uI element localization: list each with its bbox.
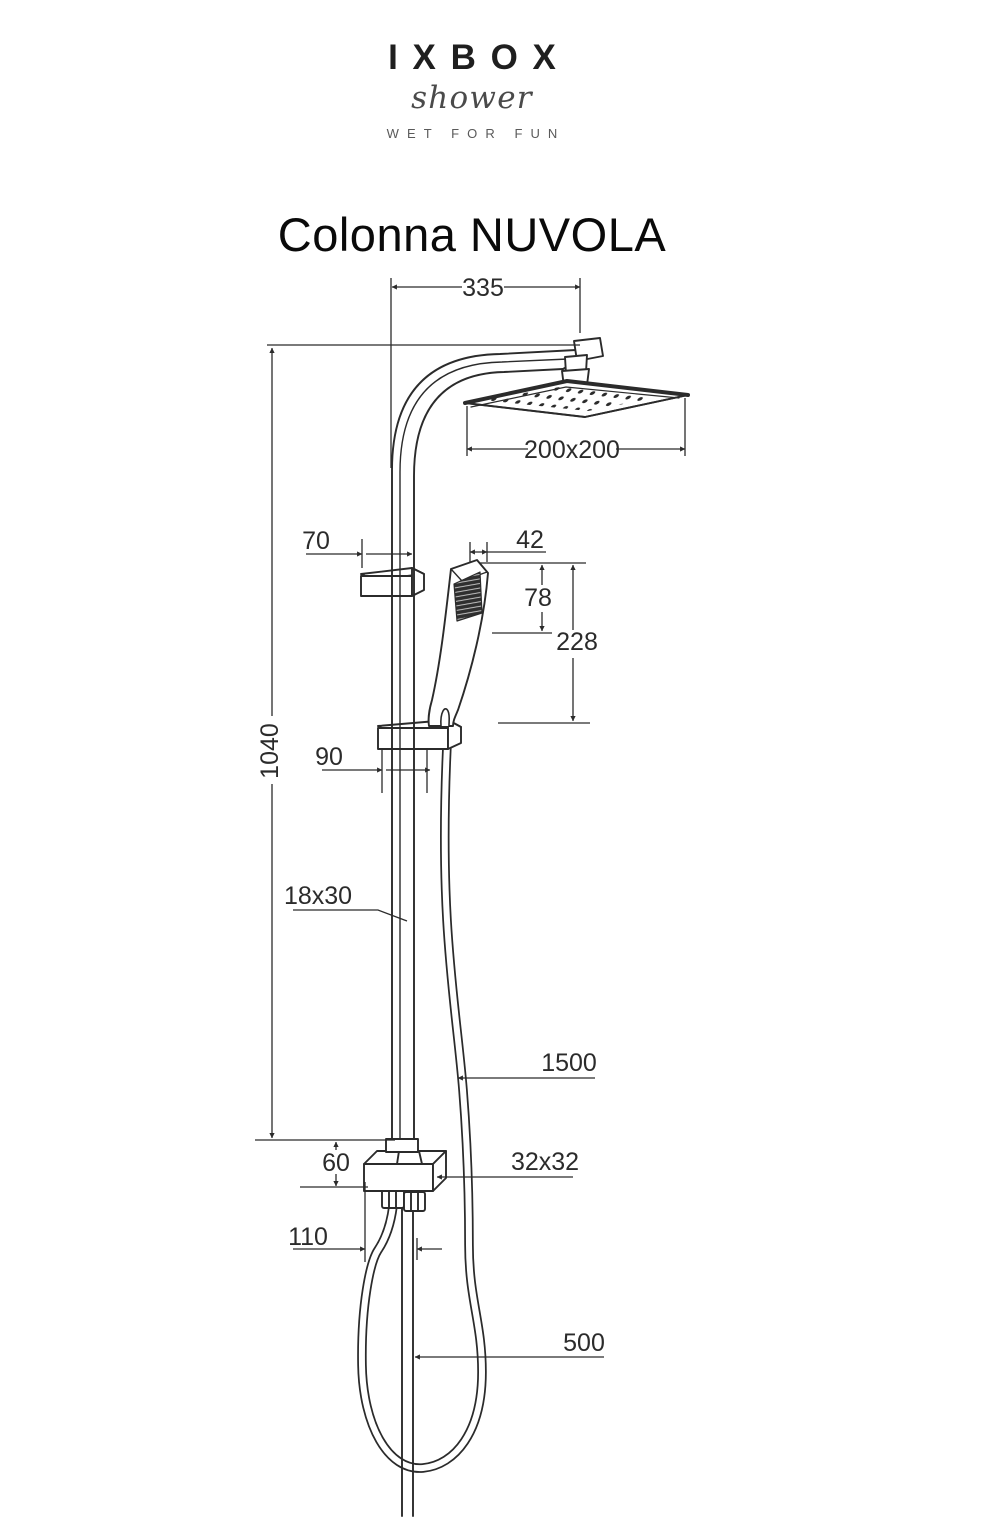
dim-column-height: 1040 xyxy=(256,723,284,779)
wall-supply-block xyxy=(363,1150,447,1192)
brand-tagline: WET FOR FUN xyxy=(386,126,566,141)
lower-supply-pipe xyxy=(401,1204,414,1517)
dim-bracket-width: 70 xyxy=(302,527,330,555)
dim-handle-width: 42 xyxy=(516,526,544,554)
dim-arm-projection: 335 xyxy=(462,274,504,302)
shower-column-pipe xyxy=(391,349,577,1140)
dim-block-height: 60 xyxy=(322,1149,350,1177)
dim-hose-length: 1500 xyxy=(541,1049,597,1077)
page-title: Colonna NUVOLA xyxy=(277,208,667,262)
dim-outlet-spacing: 110 xyxy=(288,1223,328,1251)
brand-logo-script: shower xyxy=(411,80,533,116)
overhead-shower-head xyxy=(463,379,690,418)
dim-rail-profile: 18x30 xyxy=(284,882,352,910)
brand-header: IXBOX shower WET FOR FUN xyxy=(0,0,944,141)
brand-logo: IXBOX xyxy=(388,38,571,77)
upper-wall-bracket xyxy=(360,567,425,597)
shower-hose xyxy=(357,720,487,1473)
dimension-labels: 335 200x200 70 42 78 228 1040 90 18x30 1… xyxy=(256,274,620,1357)
hose-connector-nuts xyxy=(381,1188,426,1212)
dim-slider-width: 90 xyxy=(315,743,343,771)
rail-end-collar xyxy=(385,1138,419,1153)
dimension-lines xyxy=(255,278,686,1360)
dim-head-size: 200x200 xyxy=(524,436,620,464)
dim-handle-length: 228 xyxy=(556,628,598,656)
dim-block-size: 32x32 xyxy=(511,1148,579,1176)
dim-lower-pipe: 500 xyxy=(563,1329,605,1357)
hand-shower xyxy=(427,559,489,727)
dim-handle-head: 78 xyxy=(524,584,552,612)
